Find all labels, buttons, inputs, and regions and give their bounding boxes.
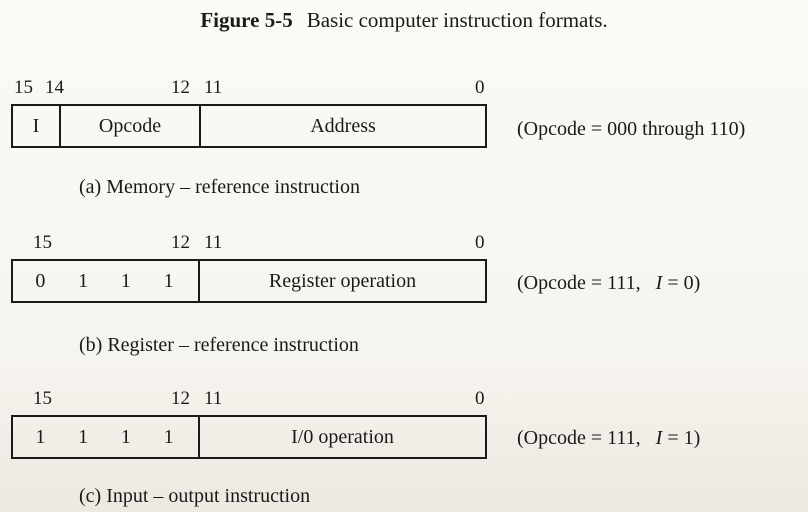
note-i-value: = 0): [667, 272, 701, 294]
bit-label-11: 11: [204, 388, 223, 409]
note-opcode: (Opcode = 111,: [517, 272, 641, 294]
memory-reference-caption: (a) Memory – reference instruction: [79, 176, 360, 198]
bit-digit: 1: [78, 425, 89, 448]
note-opcode: (Opcode = 111,: [517, 427, 641, 449]
register-reference-caption: (b) Register – reference instruction: [79, 334, 359, 356]
bit-digit: 1: [163, 269, 174, 292]
figure-number: Figure 5-5: [200, 8, 293, 32]
bit-label-12: 12: [171, 232, 190, 253]
bit-digit: 1: [120, 269, 131, 292]
figure-title-text: Basic computer instruction formats.: [306, 8, 608, 32]
io-operation-field: I/0 operation: [291, 425, 394, 448]
note-i-variable: I: [655, 272, 663, 294]
input-output-caption: (c) Input – output instruction: [79, 485, 311, 507]
bit-label-15: 15: [14, 77, 33, 98]
bit-label-14: 14: [45, 77, 64, 98]
memory-reference-box: I Opcode Address: [11, 104, 487, 148]
bit-digit: 1: [78, 269, 89, 292]
register-reference-box: 0 1 1 1 Register operation: [11, 259, 487, 303]
bit-label-0: 0: [475, 77, 485, 98]
opcode-field: Opcode: [61, 106, 201, 146]
bit-digit: 0: [35, 269, 46, 292]
bit-label-12: 12: [171, 388, 190, 409]
bit-label-11: 11: [204, 232, 223, 253]
input-output-note: (Opcode = 111, I = 1): [517, 427, 700, 450]
register-reference-note: (Opcode = 111, I = 0): [517, 272, 700, 295]
bit-label-15: 15: [33, 388, 52, 409]
figure-title: Figure 5-5 Basic computer instruction for…: [0, 8, 808, 33]
bit-label-0: 0: [475, 232, 485, 253]
bit-label-15: 15: [33, 232, 52, 253]
bit-digit: 1: [120, 425, 131, 448]
note-i-variable: I: [655, 427, 663, 449]
i-field: I: [13, 106, 61, 146]
opcode-bits: 0 1 1 1: [13, 261, 200, 301]
opcode-bits: 1 1 1 1: [13, 417, 200, 457]
input-output-box: 1 1 1 1 I/0 operation: [11, 415, 487, 459]
register-operation-field: Register operation: [268, 269, 417, 292]
bit-label-0: 0: [475, 388, 485, 409]
address-field: Address: [310, 114, 376, 137]
bit-digit: 1: [163, 425, 174, 448]
bit-label-12: 12: [171, 77, 190, 98]
bit-digit: 1: [35, 425, 46, 448]
bit-label-11: 11: [204, 77, 223, 98]
memory-reference-note: (Opcode = 000 through 110): [517, 118, 746, 140]
note-i-value: = 1): [667, 427, 701, 449]
